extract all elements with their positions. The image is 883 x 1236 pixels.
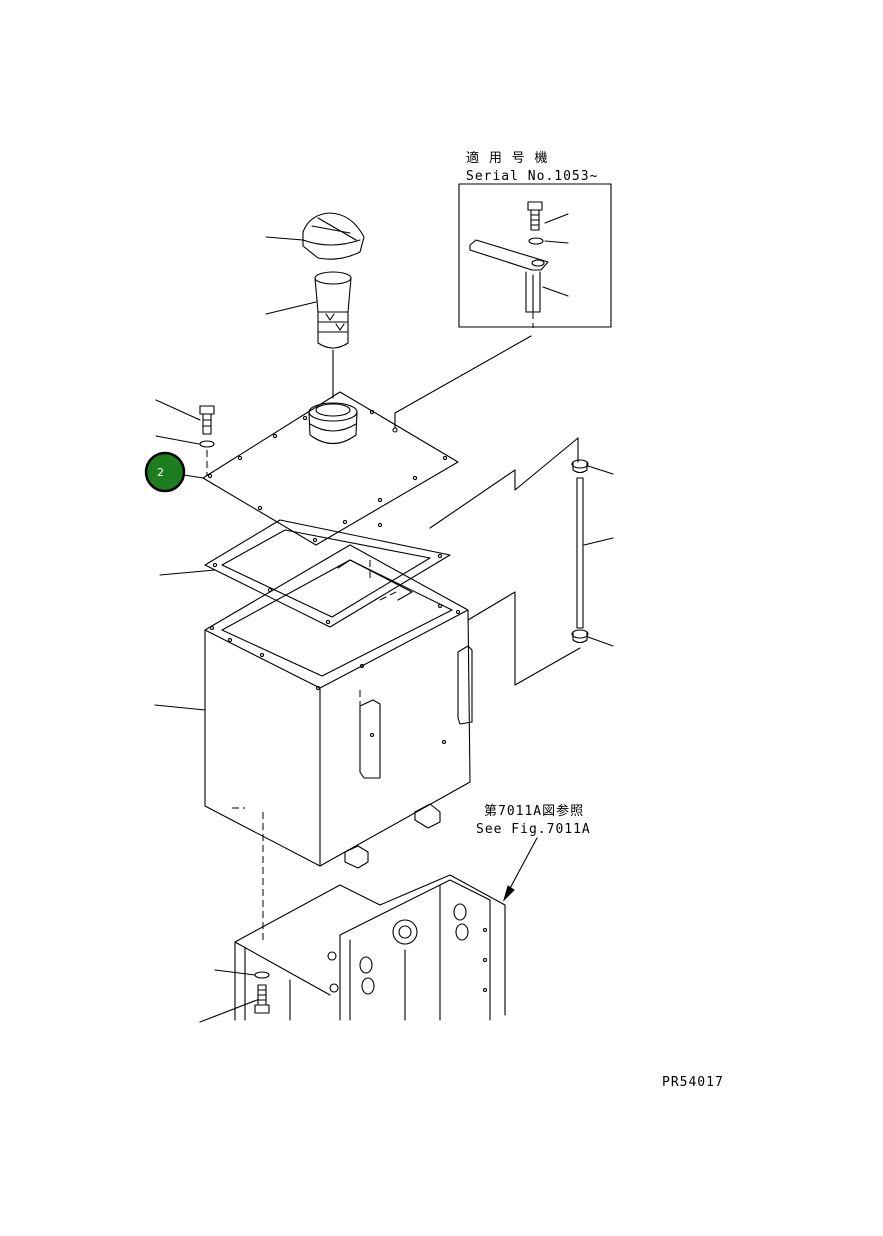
serial-inset-frame [458,183,612,328]
strainer-icon [314,271,352,349]
cover-plate [202,391,459,546]
connector-line [429,437,579,529]
bottom-bolt-icon [254,984,270,1014]
serial-inset: 適 用 号 機 Serial No.1053~ [458,150,612,328]
leader [587,636,614,647]
cover-bolt-icon [199,405,215,435]
part-number: PR54017 [662,1075,724,1090]
bottom-washer-icon [254,971,270,979]
leader [587,465,614,475]
inset-bracket-icon [469,239,549,313]
filler-neck-icon [308,402,358,445]
cover-washer-icon [199,440,215,448]
sight-gauge-icon [571,459,589,644]
gasket [204,519,451,628]
serial-note-en: Serial No.1053~ [466,169,598,184]
callout-circle[interactable] [144,451,186,493]
serial-note-jp: 適 用 号 機 [466,150,548,166]
callout-label: 2 [157,466,164,479]
leader [154,704,206,711]
frame-structure [234,874,506,1021]
leader [544,240,569,244]
leader [199,999,258,1023]
leader [155,399,201,421]
reference-arrow-icon [502,837,538,902]
leader [214,969,256,976]
filler-cap-icon [302,212,365,260]
tank-body [204,544,473,869]
inset-bolt-icon [527,201,543,231]
leader [159,569,216,576]
leader [542,286,569,297]
leader [265,236,304,241]
leader [544,213,569,224]
connector-line [394,335,532,429]
leader [265,301,317,315]
reference-note-en: See Fig.7011A [476,822,591,837]
reference-note-jp: 第7011A図参照 [484,803,584,819]
inset-washer-icon [528,237,544,245]
leader [583,537,614,546]
connector-line [467,591,581,686]
callout-badge[interactable]: 2 [144,451,204,493]
leader [155,435,200,445]
